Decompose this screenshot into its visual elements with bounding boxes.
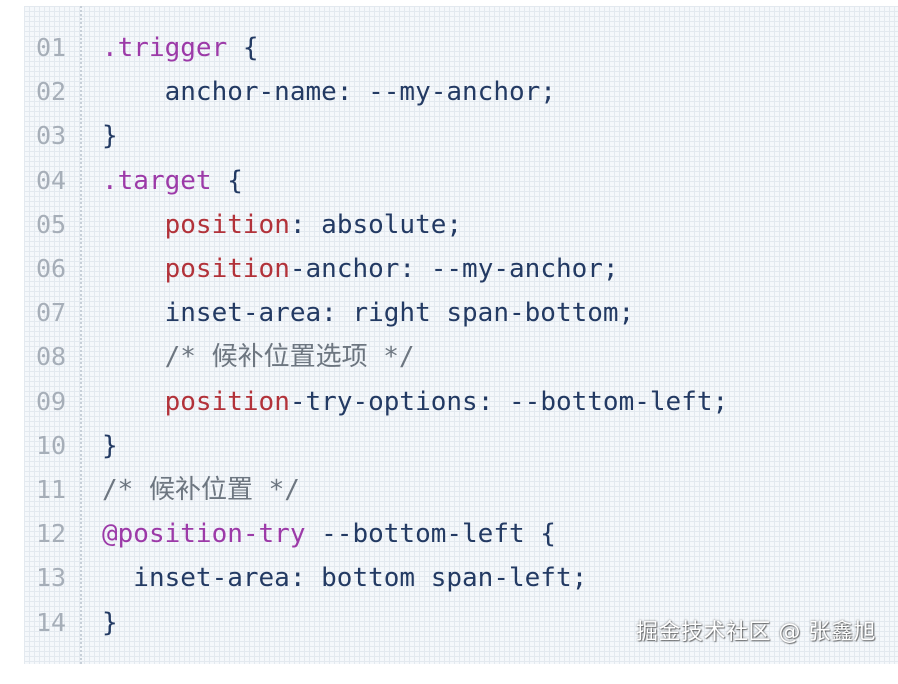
code-text: position-try-options: --bottom-left;	[102, 380, 729, 424]
code-token: {	[211, 165, 243, 196]
line-number: 11	[36, 475, 67, 504]
code-text: .target {	[102, 159, 243, 203]
code-token: inset-area: bottom span-left;	[102, 563, 588, 594]
line-number: 03	[36, 121, 67, 151]
code-line: 13 inset-area: bottom span-left;	[24, 556, 898, 600]
code-text: anchor-name: --my-anchor;	[102, 70, 556, 114]
code-token: -try-options: --bottom-left;	[289, 386, 729, 417]
line-number: 02	[36, 77, 67, 107]
code-text: .trigger {	[102, 26, 259, 70]
code-line: 11 /* 候补位置 */	[24, 468, 898, 512]
line-number: 13	[36, 563, 67, 593]
line-number: 05	[36, 209, 67, 239]
code-line: 10}	[24, 424, 898, 468]
code-line: 03}	[24, 114, 898, 158]
code-token	[102, 210, 165, 240]
code-token: inset-area: right span-bottom;	[102, 298, 635, 329]
gutter-divider	[80, 6, 82, 664]
code-text: /* 候补位置 */	[102, 468, 300, 512]
code-token	[102, 387, 165, 417]
code-line: 14}	[24, 601, 898, 645]
line-number: 07	[36, 298, 67, 328]
line-number: 14	[36, 607, 67, 637]
code-line: 08 /* 候补位置选项 */	[24, 335, 898, 379]
code-line: 12 @position-try --bottom-left {	[24, 512, 898, 556]
code-token: /* 候补位置 */	[102, 475, 300, 505]
code-text: /* 候补位置选项 */	[102, 335, 415, 379]
code-text: position-anchor: --my-anchor;	[102, 247, 619, 291]
code-line: 09 position-try-options: --bottom-left;	[24, 380, 898, 424]
code-token: }	[102, 607, 118, 638]
code-line: 01 .trigger {	[24, 26, 898, 70]
line-number: 10	[36, 430, 67, 460]
code-token: {	[227, 33, 259, 63]
line-number: 01	[36, 33, 67, 62]
code-text: inset-area: right span-bottom;	[102, 291, 635, 335]
line-number: 12	[36, 519, 67, 549]
code-block: 01.trigger {02 anchor-name: --my-anchor;…	[24, 6, 898, 664]
code-token: position	[164, 254, 290, 284]
code-token	[102, 254, 165, 284]
code-line: 02 anchor-name: --my-anchor;	[24, 70, 898, 114]
code-token: --bottom-left {	[305, 519, 556, 550]
line-number: 09	[36, 386, 67, 416]
code-token: /* 候补位置选项 */	[102, 342, 415, 373]
code-token: position	[164, 209, 290, 240]
code-token: position	[164, 386, 290, 417]
code-token: anchor-name: --my-anchor;	[102, 77, 556, 108]
code-token: .target	[102, 165, 212, 196]
code-token: -anchor: --my-anchor;	[289, 254, 619, 284]
code-token: }	[102, 430, 118, 461]
code-line: 07 inset-area: right span-bottom;	[24, 291, 898, 335]
watermark: 掘金技术社区 @ 张鑫旭	[636, 620, 876, 645]
code-line: 06 position-anchor: --my-anchor;	[24, 247, 898, 291]
code-text: position: absolute;	[102, 203, 462, 247]
line-number: 08	[36, 342, 67, 372]
code-line: 04 .target {	[24, 159, 898, 203]
code-token: @position-try	[102, 519, 306, 550]
line-number: 06	[36, 254, 67, 283]
code-token: }	[102, 121, 118, 152]
code-token: : absolute;	[289, 209, 463, 240]
code-text: @position-try --bottom-left {	[102, 512, 556, 556]
code-text: inset-area: bottom span-left;	[102, 556, 587, 600]
line-number: 04	[36, 165, 67, 195]
code-text: }	[102, 114, 118, 158]
code-text: }	[102, 424, 118, 468]
code-token: .trigger	[102, 33, 228, 63]
code-line: 05 position: absolute;	[24, 203, 898, 247]
code-text: }	[102, 601, 118, 645]
